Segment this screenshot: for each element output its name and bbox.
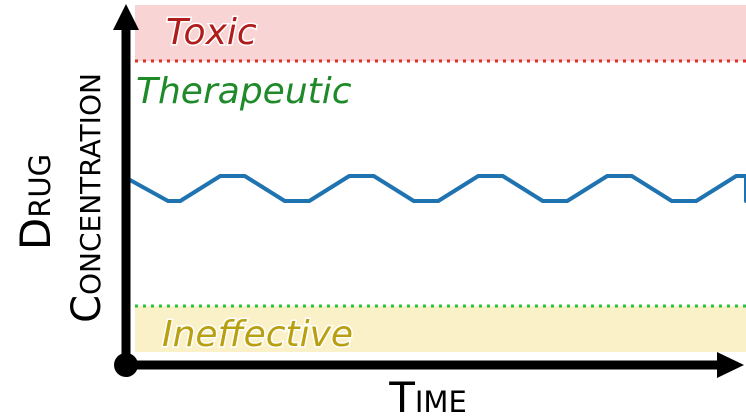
therapeutic-label: Therapeutic [136, 71, 352, 112]
y-axis-title-line1: Drug [11, 154, 60, 250]
y-axis-title-line2: Concentration [64, 73, 110, 323]
x-axis-title: Time [388, 373, 467, 419]
ineffective-label: Ineffective [162, 314, 353, 355]
x-axis-arrowhead [717, 352, 744, 378]
toxic-label: Toxic [166, 12, 257, 53]
y-axis-arrowhead [113, 4, 139, 30]
ineffective-band [135, 306, 746, 352]
toxic-band [135, 5, 746, 61]
axis-origin [114, 353, 138, 377]
concentration-curve [128, 174, 746, 203]
